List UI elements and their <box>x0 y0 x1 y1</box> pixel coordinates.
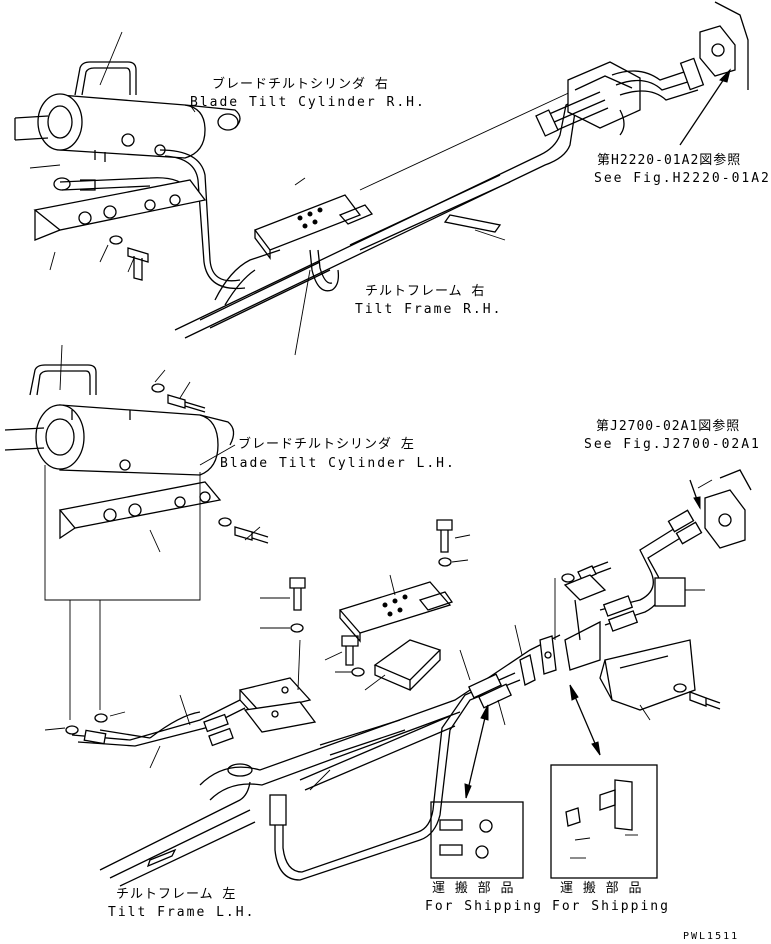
label-frame-lh-en: Tilt Frame L.H. <box>108 905 256 920</box>
label-shipping-1-en: For Shipping <box>425 899 543 914</box>
washer-rh <box>109 235 123 245</box>
drawing-code: PWL1511 <box>683 931 740 942</box>
label-cylinder-lh-en: Blade Tilt Cylinder L.H. <box>220 456 456 471</box>
tilt-frame-rh <box>174 99 576 339</box>
hoses-rh <box>53 149 246 290</box>
bolt-block-lh <box>341 635 359 666</box>
washer-lh-top <box>151 383 165 393</box>
bolt-rh <box>127 247 149 281</box>
label-cylinder-rh-en: Blade Tilt Cylinder R.H. <box>190 95 426 110</box>
clamp-lh <box>519 635 557 686</box>
cover-plate-lh <box>58 481 222 540</box>
label-cylinder-rh-jp: ブレードチルトシリンダ 右 <box>212 77 389 92</box>
bolt-clamp-lh <box>577 561 612 581</box>
label-ref-rh-jp: 第H2220-01A2図参照 <box>597 153 742 168</box>
parts-diagram <box>4 1 752 887</box>
label-frame-rh-jp: チルトフレーム 右 <box>365 284 486 299</box>
label-cylinder-lh-jp: ブレードチルトシリンダ 左 <box>238 437 415 452</box>
bolt-bracket-lh <box>289 577 306 611</box>
shipping-box-2 <box>550 764 658 879</box>
block-lh <box>373 639 442 691</box>
connector-block-lh <box>563 574 607 671</box>
label-shipping-1-jp: 運 搬 部 品 <box>432 881 515 896</box>
label-shipping-2-en: For Shipping <box>552 899 670 914</box>
guard-lh <box>599 639 696 711</box>
pump-fitting-lh <box>704 469 752 549</box>
label-frame-lh-jp: チルトフレーム 左 <box>116 887 237 902</box>
bracket-plate-lh <box>338 581 454 643</box>
blade-tilt-cylinder-rh <box>14 61 241 162</box>
bracket-lh <box>238 677 317 733</box>
valve-block-rh <box>535 57 705 137</box>
shipping-arrow-1 <box>465 704 489 799</box>
bolt-plate-lh <box>436 519 453 553</box>
washer-bracket-lh <box>290 623 304 633</box>
label-ref-lh-jp: 第J2700-02A1図参照 <box>596 419 741 434</box>
cover-plate-rh <box>33 179 207 241</box>
hoses-front-lh <box>269 672 521 881</box>
label-ref-lh-en: See Fig.J2700-02A1 <box>584 437 761 452</box>
hoses-pump-lh <box>599 509 703 632</box>
bolt-lh-top <box>167 394 206 413</box>
hose-bend-rh <box>309 249 340 292</box>
hoses-lh <box>71 699 246 747</box>
blade-tilt-cylinder-lh <box>4 364 235 476</box>
label-ref-rh-en: See Fig.H2220-01A2 <box>594 171 771 186</box>
label-shipping-2-jp: 運 搬 部 品 <box>560 881 643 896</box>
tilt-frame-lh <box>99 634 561 887</box>
bracket-plate-rh <box>253 194 374 260</box>
bolt-lh <box>234 526 269 544</box>
washer-lh <box>218 517 232 527</box>
label-frame-rh-en: Tilt Frame R.H. <box>355 302 503 317</box>
pump-fitting-rh <box>699 1 749 90</box>
bolt-guard-lh <box>689 691 721 710</box>
shipping-box-1 <box>430 801 524 879</box>
washer-plate-lh <box>438 557 452 567</box>
